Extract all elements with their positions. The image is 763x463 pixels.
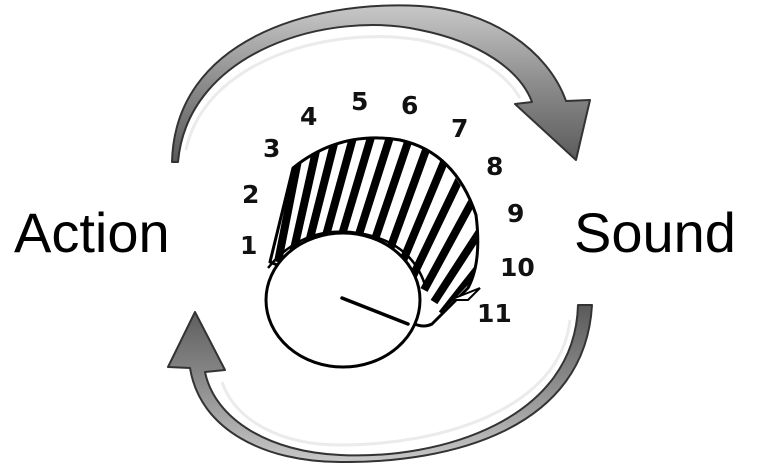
action-label: Action [14, 201, 170, 264]
dial-number-5: 5 [351, 87, 368, 116]
dial-number-8: 8 [486, 152, 503, 181]
dial-number-10: 10 [500, 253, 535, 282]
dial-number-11: 11 [477, 299, 512, 328]
dial-number-6: 6 [401, 91, 418, 120]
dial-number-9: 9 [507, 199, 524, 228]
dial-number-1: 1 [240, 231, 257, 260]
dial-number-3: 3 [263, 134, 280, 163]
dial-number-7: 7 [451, 114, 468, 143]
dial-number-2: 2 [242, 180, 259, 209]
sound-label: Sound [574, 201, 736, 264]
dial-number-4: 4 [300, 102, 317, 131]
volume-knob-icon [266, 134, 494, 367]
